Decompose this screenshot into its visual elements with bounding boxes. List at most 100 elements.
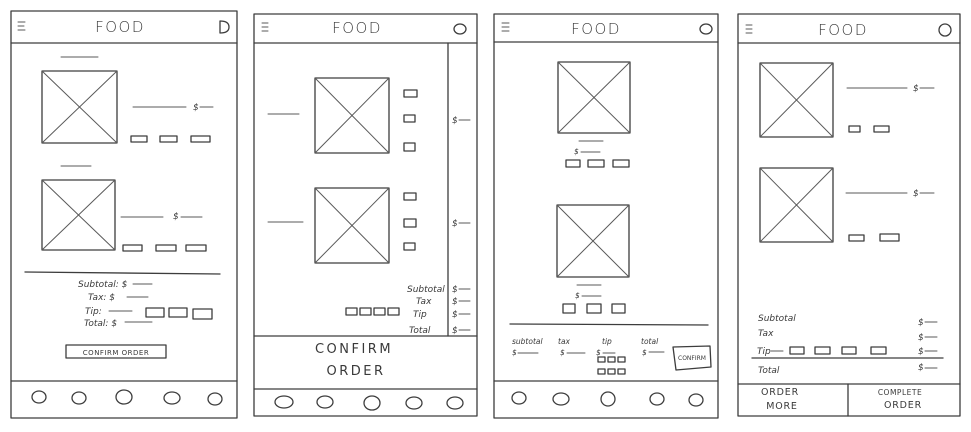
quantity-box[interactable]	[185, 244, 207, 252]
quantity-box[interactable]	[611, 303, 626, 314]
nav-dot[interactable]	[552, 392, 570, 406]
menu-item-2[interactable]: $	[556, 204, 630, 314]
quantity-box[interactable]	[562, 303, 576, 314]
nav-dot[interactable]	[446, 396, 464, 410]
svg-text:Tip: Tip	[413, 310, 427, 320]
complete-order-button[interactable]: COMPLETE ORDER	[878, 388, 922, 411]
tip-option-box[interactable]	[617, 368, 626, 375]
tip-option-box[interactable]	[359, 307, 372, 316]
nav-dot[interactable]	[511, 391, 527, 405]
tip-option-box[interactable]	[607, 368, 616, 375]
bottom-nav[interactable]	[274, 395, 464, 411]
bottom-nav[interactable]	[511, 391, 704, 407]
menu-item-2[interactable]: $	[267, 187, 471, 264]
order-more-button[interactable]: ORDER MORE	[761, 387, 799, 412]
quantity-box[interactable]	[122, 244, 143, 252]
quantity-box[interactable]	[403, 192, 417, 201]
nav-dot[interactable]	[363, 395, 381, 411]
tip-option-box[interactable]	[617, 356, 626, 363]
nav-dot[interactable]	[31, 390, 47, 404]
svg-text:subtotal: subtotal	[512, 337, 543, 346]
order-summary: Subtotal $ Tax $ Tip $ Total $	[751, 314, 944, 376]
nav-dot[interactable]	[688, 393, 704, 407]
tip-option-box[interactable]	[789, 346, 805, 355]
tip-option-box[interactable]	[192, 308, 213, 320]
cart-icon[interactable]	[453, 23, 467, 35]
quantity-box[interactable]	[587, 159, 605, 168]
hamburger-menu-icon[interactable]	[261, 22, 269, 32]
confirm-order-button[interactable]: CONFIRM ORDER	[315, 342, 393, 379]
svg-text:$: $	[452, 310, 458, 320]
quantity-box[interactable]	[586, 303, 602, 314]
menu-item-2[interactable]: $	[41, 165, 207, 252]
tip-option-box[interactable]	[870, 346, 887, 355]
phone-frame-1: FOOD $ $	[10, 10, 238, 419]
svg-text:MORE: MORE	[766, 401, 797, 412]
nav-dot[interactable]	[115, 389, 133, 405]
tip-option-box[interactable]	[373, 307, 386, 316]
nav-dot[interactable]	[71, 391, 87, 405]
nav-dot[interactable]	[163, 391, 181, 405]
tip-option-box[interactable]	[597, 356, 606, 363]
menu-item-1[interactable]: $	[759, 62, 935, 138]
svg-text:ORDER: ORDER	[761, 387, 799, 398]
quantity-box[interactable]	[403, 89, 418, 98]
svg-text:ORDER: ORDER	[326, 364, 385, 379]
hamburger-menu-icon[interactable]	[745, 24, 753, 34]
item-image-placeholder	[41, 179, 116, 251]
tip-option-box[interactable]	[597, 368, 606, 375]
menu-item-1[interactable]: $	[267, 77, 471, 154]
menu-item-1[interactable]: $	[557, 61, 631, 168]
svg-text:ORDER: ORDER	[884, 400, 922, 411]
svg-text:$: $	[452, 297, 458, 307]
quantity-box[interactable]	[155, 244, 177, 252]
tip-option-box[interactable]	[607, 356, 616, 363]
tip-option-box[interactable]	[345, 307, 358, 316]
quantity-box[interactable]	[879, 233, 900, 242]
app-title: FOOD	[818, 21, 868, 39]
quantity-box[interactable]	[403, 218, 417, 228]
svg-text:$: $	[918, 347, 924, 357]
tip-option-box[interactable]	[387, 307, 400, 316]
nav-dot[interactable]	[316, 395, 334, 409]
svg-text:Total: $: Total: $	[84, 319, 117, 329]
bottom-nav[interactable]	[31, 389, 223, 406]
quantity-box[interactable]	[848, 125, 861, 133]
confirm-order-button[interactable]: CONFIRM ORDER	[65, 344, 167, 359]
quantity-box[interactable]	[403, 242, 416, 251]
svg-text:$: $	[918, 333, 924, 343]
quantity-box[interactable]	[612, 159, 630, 168]
quantity-box[interactable]	[848, 234, 865, 242]
svg-text:CONFIRM ORDER: CONFIRM ORDER	[83, 349, 149, 357]
hamburger-menu-icon[interactable]	[17, 21, 26, 31]
nav-dot[interactable]	[649, 392, 665, 406]
item-image-placeholder	[759, 167, 834, 243]
quantity-box[interactable]	[873, 125, 890, 133]
tip-option-box[interactable]	[841, 346, 857, 355]
quantity-box[interactable]	[565, 159, 581, 168]
quantity-box[interactable]	[403, 142, 416, 152]
menu-item-2[interactable]: $	[759, 167, 935, 243]
nav-dot[interactable]	[600, 391, 616, 407]
nav-dot[interactable]	[274, 395, 294, 409]
quantity-box[interactable]	[403, 114, 416, 123]
item-image-placeholder	[41, 70, 118, 144]
quantity-box[interactable]	[159, 135, 178, 143]
cart-icon[interactable]	[699, 23, 713, 35]
confirm-button[interactable]: CONFIRM	[672, 345, 712, 371]
tip-option-box[interactable]	[145, 307, 165, 318]
tip-option-box[interactable]	[168, 307, 188, 318]
nav-dot[interactable]	[405, 396, 423, 410]
hamburger-menu-icon[interactable]	[501, 22, 510, 32]
svg-text:Tip:: Tip:	[85, 307, 102, 317]
cart-icon[interactable]	[219, 20, 230, 34]
quantity-box[interactable]	[190, 135, 211, 143]
menu-item-1[interactable]: $	[41, 56, 214, 144]
order-summary: Subtotal $ Tax $ Tip $ Total $	[345, 285, 471, 336]
tip-option-box[interactable]	[814, 346, 831, 355]
cart-icon[interactable]	[938, 23, 952, 37]
quantity-box[interactable]	[130, 135, 148, 143]
nav-dot[interactable]	[207, 392, 223, 406]
item-image-placeholder	[759, 62, 834, 138]
